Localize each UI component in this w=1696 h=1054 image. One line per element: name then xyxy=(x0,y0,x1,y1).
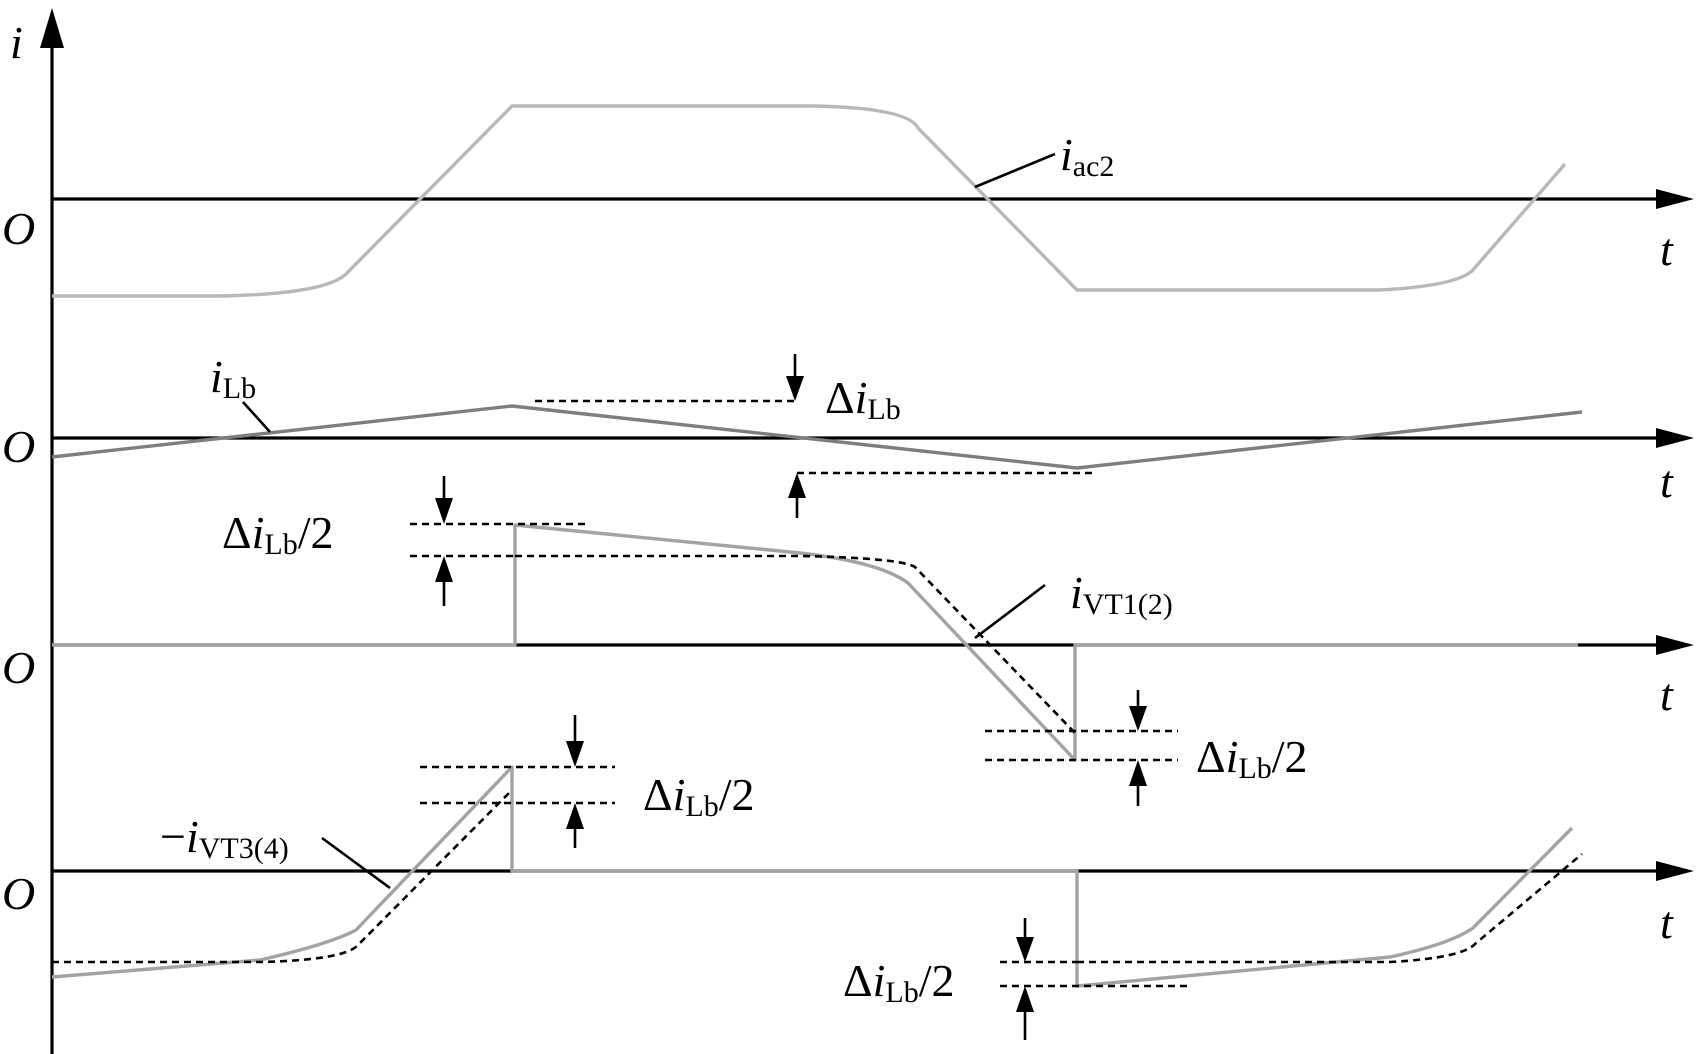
iVT34-leader-line xyxy=(321,836,391,890)
time-axis-4-arrow-icon xyxy=(1656,861,1694,881)
axis-t-label-1: t xyxy=(1660,224,1674,275)
iVT34-right-dim-down-icon xyxy=(1016,937,1034,962)
iVT12-waveform xyxy=(52,523,1578,762)
iac2-waveform xyxy=(52,104,1567,298)
iac2-leader-line xyxy=(974,152,1056,189)
iVT12-top-half-ripple-label: ΔiLb/2 xyxy=(222,507,333,561)
iVT34-waveform xyxy=(51,765,1574,988)
iac2-label: iac2 xyxy=(1060,129,1114,183)
iLb-leader-line xyxy=(242,401,271,433)
panel-iLb: iLb ΔiLb xyxy=(51,351,1583,518)
time-axis-3-arrow-icon xyxy=(1656,635,1694,655)
iVT12-top-dim-up-icon xyxy=(435,556,453,582)
iVT34-left-half-ripple-label: ΔiLb/2 xyxy=(643,769,754,823)
iVT34-right-dim-up-icon xyxy=(1016,986,1034,1012)
iVT34-left-dim-up-icon xyxy=(566,803,584,829)
panel-iac2: iac2 xyxy=(52,104,1567,298)
iVT34-right-half-ripple-label: ΔiLb/2 xyxy=(843,955,954,1009)
axis-letters: i O O O O t t t t xyxy=(2,17,1674,948)
iVT12-average-dash xyxy=(515,554,1076,734)
iVT12-leader-line xyxy=(974,583,1046,640)
iVT34-average-dash-right xyxy=(1077,853,1583,964)
vertical-axis-arrow-icon xyxy=(40,8,64,48)
time-axis-1-arrow-icon xyxy=(1656,189,1694,209)
iVT12-bottom-dim-down-icon xyxy=(1129,706,1147,731)
delta-iLb-label: ΔiLb xyxy=(825,372,901,426)
panel-iVT34: ΔiLb/2 ΔiLb/2 −iVT3(4) xyxy=(51,715,1583,1040)
origin-label-1: O xyxy=(2,203,35,254)
iVT12-top-dim-down-icon xyxy=(435,498,453,524)
iVT34-left-dim-down-icon xyxy=(566,741,584,767)
origin-label-3: O xyxy=(2,642,35,693)
iLb-ripple-arrow-down-icon xyxy=(786,376,804,401)
iVT34-label: −iVT3(4) xyxy=(160,811,289,865)
iVT12-bottom-half-ripple-label: ΔiLb/2 xyxy=(1196,731,1307,785)
panel-iVT12: ΔiLb/2 ΔiLb/2 iVT1(2) xyxy=(52,476,1578,806)
axis-i-label: i xyxy=(10,17,23,68)
iVT34-average-dash xyxy=(52,789,513,964)
time-axis-2-arrow-icon xyxy=(1656,428,1694,448)
axis-t-label-3: t xyxy=(1660,669,1674,720)
iLb-ripple-arrow-up-icon xyxy=(788,473,806,498)
axis-t-label-4: t xyxy=(1660,897,1674,948)
iLb-label: iLb xyxy=(210,351,256,405)
origin-label-4: O xyxy=(2,868,35,919)
origin-label-2: O xyxy=(2,421,35,472)
iVT12-bottom-dim-up-icon xyxy=(1129,760,1147,786)
iLb-waveform xyxy=(51,404,1583,470)
axis-t-label-2: t xyxy=(1660,456,1674,507)
iVT12-label: iVT1(2) xyxy=(1070,567,1173,621)
